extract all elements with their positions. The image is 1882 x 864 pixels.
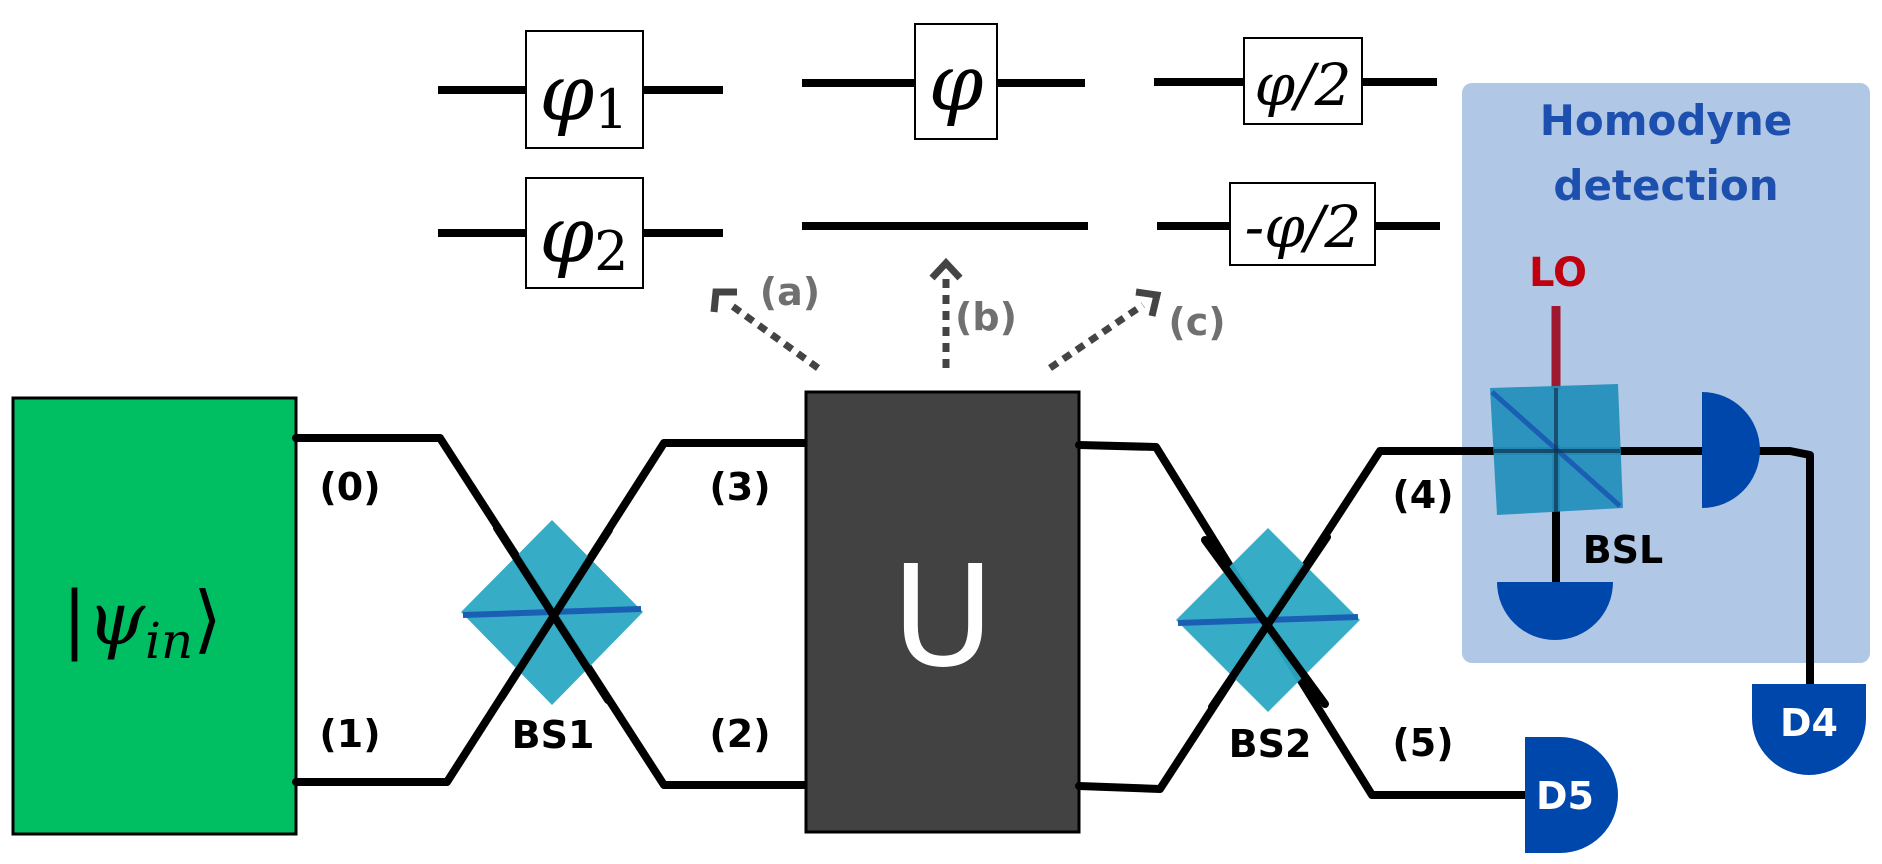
option-label-a: (a) [760, 270, 820, 314]
homodyne-detector-bottom [1497, 582, 1613, 640]
unitary-box [804, 390, 1081, 834]
option-b-circuit: φ [802, 23, 1088, 230]
phase-box-b-top [914, 23, 998, 140]
phase-box-a-top [525, 30, 644, 149]
input-state-label: |ψin⟩ [62, 576, 222, 670]
phase-label-b-top: φ [929, 39, 984, 129]
phase-label-a-bottom: φ2 [540, 191, 629, 283]
phase-label-c-top: φ/2 [1254, 51, 1351, 119]
mode-label-2: (2) [709, 712, 770, 756]
detector-d4-label: D4 [1780, 701, 1838, 745]
phase-box-c-bottom [1229, 182, 1376, 266]
option-a-circuit: φ1 φ2 [438, 30, 723, 289]
homodyne-title-line2: detection [1553, 161, 1778, 210]
option-label-b: (b) [955, 295, 1017, 339]
option-arrows [725, 275, 1145, 371]
bs2-label: BS2 [1229, 722, 1312, 766]
option-c-circuit: φ/2 -φ/2 [1154, 37, 1440, 266]
detector-d5: D5 [1525, 737, 1618, 853]
option-arrowheads [710, 257, 1162, 317]
input-state-box [11, 396, 298, 836]
bs1-label: BS1 [512, 713, 595, 757]
mode-label-4: (4) [1392, 473, 1453, 517]
detector-d5-label: D5 [1536, 774, 1594, 818]
bsl-label: BSL [1583, 528, 1664, 572]
mode-label-3: (3) [709, 465, 770, 509]
phase-box-a-bottom [525, 177, 644, 289]
option-label-c: (c) [1168, 300, 1225, 344]
homodyne-detector-right [1702, 392, 1760, 508]
phase-label-c-bottom: -φ/2 [1245, 193, 1362, 261]
detector-d4: D4 [1752, 684, 1866, 775]
phase-box-c-top [1243, 37, 1363, 125]
homodyne-title-line1: Homodyne [1540, 96, 1792, 145]
mode-label-1: (1) [319, 712, 380, 756]
mode-label-0: (0) [319, 465, 380, 509]
beam-splitter-bsl [1490, 384, 1623, 515]
unitary-label: U [892, 536, 994, 699]
lo-label: LO [1529, 250, 1587, 296]
phase-label-a-top: φ1 [540, 49, 629, 141]
homodyne-panel [1462, 83, 1870, 663]
mode-label-5: (5) [1392, 721, 1453, 765]
